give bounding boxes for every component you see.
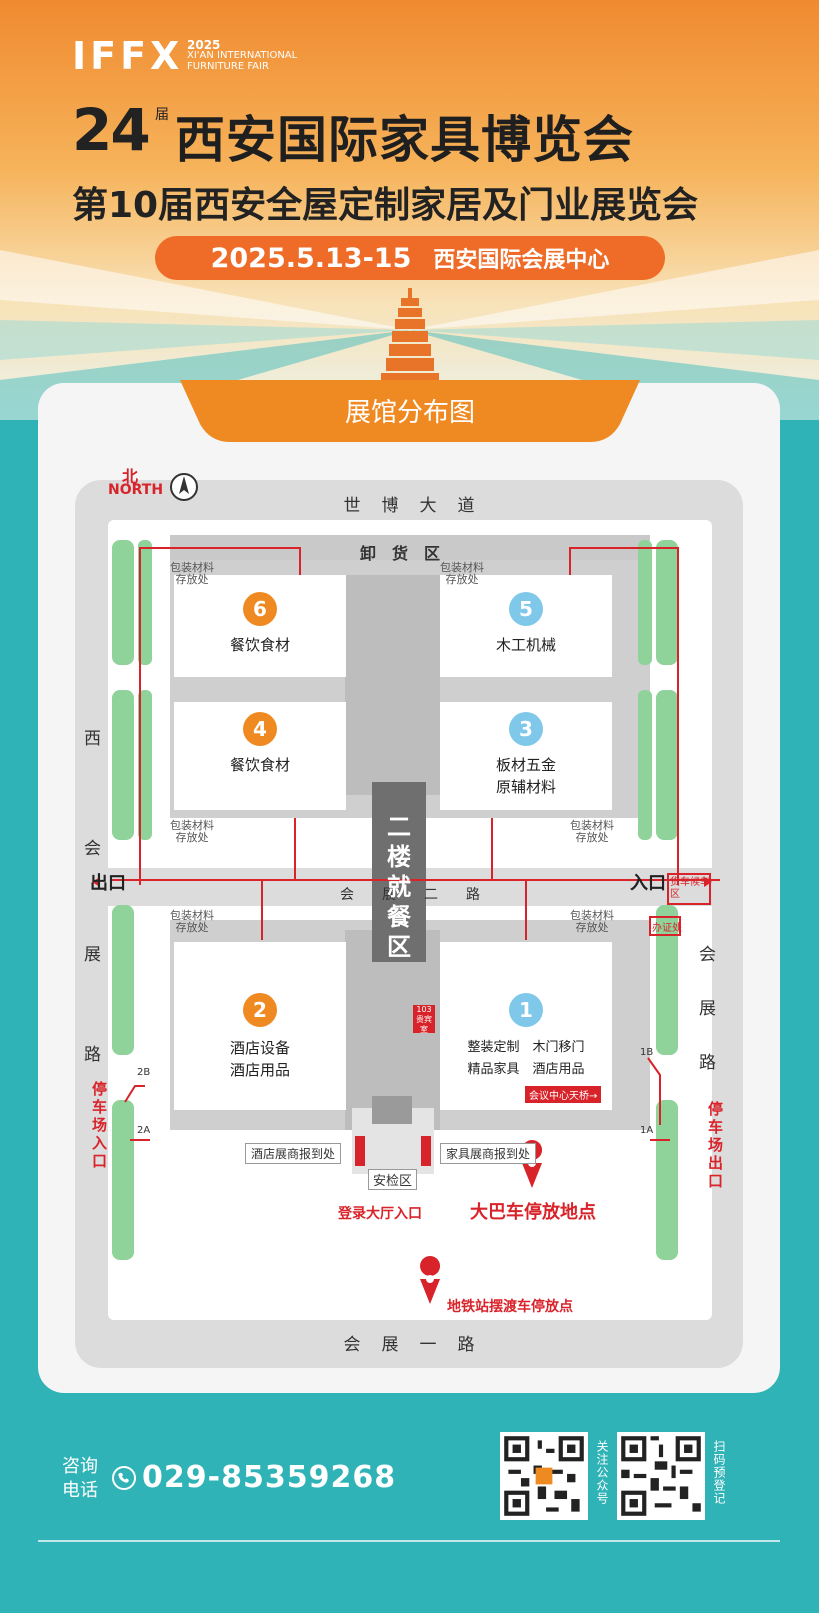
- hall-3-line2: 原辅材料: [495, 778, 556, 796]
- gate-2a: 2A: [137, 1125, 151, 1136]
- hall-4-number: 4: [243, 712, 277, 746]
- road-west-char-2: 会: [84, 839, 103, 859]
- qr-caption-registration: 扫码预登记: [712, 1440, 726, 1505]
- road-west-char-1: 西: [84, 729, 103, 749]
- road-shibo: 世 博 大 道: [343, 496, 477, 516]
- hall-6[interactable]: 6 餐饮食材: [174, 592, 346, 656]
- registration-hall-entrance: 登录大厅入口: [338, 1206, 422, 1222]
- contact-label: 咨询 电话: [62, 1456, 98, 1501]
- dining-area-label: 二楼就餐区: [387, 813, 411, 961]
- hall-4-line1: 餐饮食材: [229, 756, 290, 774]
- hall-5-number: 5: [509, 592, 543, 626]
- hall-2[interactable]: 2 酒店设备 酒店用品: [174, 993, 346, 1081]
- hall-1-line2: 精品家具 酒店用品: [467, 1062, 585, 1077]
- security-area: 安检区: [368, 1169, 418, 1190]
- certificate-office-label: 办证处: [652, 923, 682, 934]
- qr-code-registration[interactable]: [617, 1432, 705, 1520]
- north-label-cn: 北: [122, 467, 139, 486]
- packaging-storage-3: 包装材料存放处: [570, 819, 614, 844]
- hotel-exhibitor-registration: 酒店展商报到处: [245, 1143, 342, 1164]
- hall-6-number: 6: [243, 592, 277, 626]
- road-west-char-3: 展: [84, 945, 103, 965]
- logo-english-line2: FURNITURE FAIR: [187, 61, 269, 72]
- parking-exit-label: 停车场出口: [708, 1100, 724, 1190]
- road-huizhan-1: 会 展 一 路: [343, 1335, 477, 1355]
- hall-3-line1: 板材五金: [495, 756, 556, 774]
- road-east-char-1: 会: [699, 945, 718, 965]
- road-east-char-2: 展: [699, 999, 718, 1019]
- packaging-storage-5: 包装材料存放处: [440, 561, 484, 586]
- footer-divider: [38, 1540, 780, 1542]
- parking-entrance-label: 停车场入口: [92, 1080, 108, 1170]
- gate-1b: 1B: [640, 1047, 654, 1058]
- event-venue: 西安国际会展中心: [433, 248, 610, 273]
- main-title: 西安国际家具博览会: [175, 111, 634, 169]
- road-east-char-3: 路: [699, 1053, 718, 1073]
- vip-room-label: 103贵宾室: [416, 1005, 432, 1034]
- packaging-storage-1: 包装材料存放处: [570, 909, 614, 934]
- hall-2-line1: 酒店设备: [229, 1039, 290, 1057]
- gate-1a: 1A: [640, 1125, 654, 1136]
- hall-5-line1: 木工机械: [495, 636, 556, 654]
- furniture-exhibitor-registration: 家具展商报到处: [440, 1143, 537, 1164]
- hall-1-line1: 整装定制 木门移门: [467, 1040, 585, 1055]
- event-date: 2025.5.13-15: [210, 242, 412, 274]
- truck-waiting-label: 货车候车区: [670, 877, 710, 900]
- phone-number[interactable]: 029-85359268: [142, 1460, 397, 1495]
- header-banner: IFFX 2025 XI'AN INTERNATIONAL FURNITURE …: [0, 0, 819, 420]
- hall-5[interactable]: 5 木工机械: [440, 592, 612, 656]
- logo-year: 2025: [187, 38, 221, 52]
- packaging-storage-2: 包装材料存放处: [170, 909, 214, 934]
- packaging-storage-6: 包装材料存放处: [170, 561, 214, 586]
- gate-2b: 2B: [137, 1067, 151, 1078]
- qr-code-wechat[interactable]: [500, 1432, 588, 1520]
- hall-3[interactable]: 3 板材五金 原辅材料: [440, 712, 612, 798]
- exit-label: 出口: [90, 873, 126, 894]
- packaging-storage-4: 包装材料存放处: [170, 819, 214, 844]
- unloading-area: 卸 货 区: [359, 544, 440, 563]
- hall-2-line2: 酒店用品: [229, 1061, 290, 1079]
- map-title-tab: [180, 380, 640, 442]
- road-west-char-4: 路: [84, 1045, 103, 1065]
- edition-number: 24: [72, 96, 151, 164]
- hall-2-number: 2: [243, 993, 277, 1027]
- phone-icon: [112, 1466, 136, 1490]
- north-label-en: NORTH: [108, 482, 164, 498]
- iffx-logo: IFFX: [72, 34, 184, 78]
- entrance-label: 入口: [630, 873, 666, 894]
- hall-1[interactable]: 1 整装定制 木门移门 精品家具 酒店用品: [440, 993, 612, 1081]
- hall-4[interactable]: 4 餐饮食材: [174, 712, 346, 776]
- bus-parking-label: 大巴车停放地点: [470, 1202, 596, 1223]
- road-huizhan-2: 会 展 二 路: [340, 887, 480, 903]
- sub-title: 第10届西安全屋定制家居及门业展览会: [72, 185, 699, 226]
- hall-1-number: 1: [509, 993, 543, 1027]
- metro-shuttle-label: 地铁站摆渡车停放点: [447, 1299, 573, 1315]
- edition-suffix: 届: [155, 107, 169, 123]
- hall-6-line1: 餐饮食材: [229, 636, 290, 654]
- conference-bridge-label: 会议中心天桥→: [525, 1086, 602, 1103]
- logo-english-line1: XI'AN INTERNATIONAL: [187, 50, 298, 61]
- qr-caption-wechat: 关注公众号: [595, 1440, 609, 1505]
- map-title: 展馆分布图: [344, 398, 475, 428]
- hall-3-number: 3: [509, 712, 543, 746]
- date-venue-pill: 2025.5.13-15 西安国际会展中心: [155, 236, 665, 280]
